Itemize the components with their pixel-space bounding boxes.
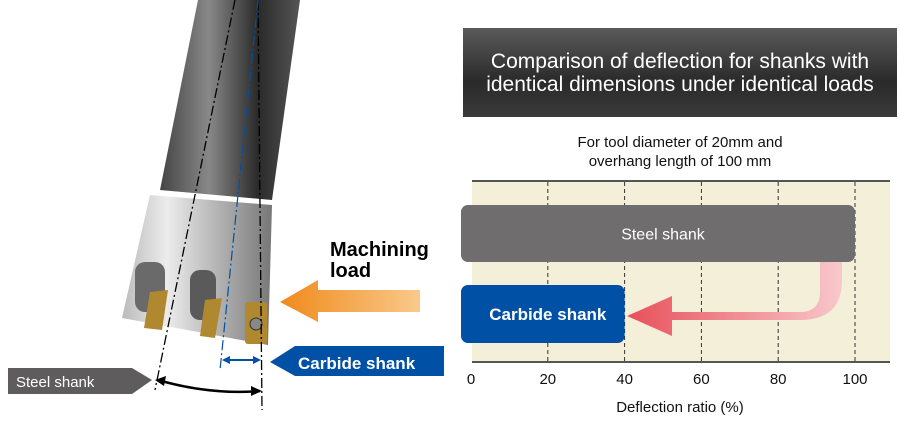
carbide-axis-line <box>219 0 259 371</box>
subtitle-line-1: For tool diameter of 20mm and <box>577 134 783 151</box>
steel-axis-line <box>154 0 236 391</box>
bar-steel-shank <box>461 205 855 262</box>
x-tick-label: 40 <box>616 371 633 388</box>
steel-shank-callout <box>8 368 152 394</box>
machining-load-line-2: load <box>330 260 372 282</box>
bar-label: Carbide shank <box>489 305 607 324</box>
original-axis-line <box>257 0 263 411</box>
insert <box>144 290 168 330</box>
chart-title: Comparison of deflection for shanks with… <box>463 28 897 117</box>
bar-label: Steel shank <box>621 227 706 244</box>
chart-subtitle: For tool diameter of 20mm and overhang l… <box>520 133 840 171</box>
x-tick-label: 20 <box>539 371 556 388</box>
machining-load-arrow <box>280 280 420 322</box>
x-tick-label: 80 <box>770 371 787 388</box>
x-tick-label: 60 <box>693 371 710 388</box>
carbide-shank-callout <box>270 346 444 376</box>
machining-load-label: Machining load <box>330 240 429 282</box>
tool-shank <box>160 0 300 200</box>
machining-load-line-1: Machining <box>330 239 429 261</box>
x-axis-label: Deflection ratio (%) <box>616 399 744 416</box>
steel-deflection-arrow <box>157 378 261 394</box>
steel-callout-label: Steel shank <box>16 374 95 391</box>
bar-carbide-shank <box>461 285 625 343</box>
carbide-callout-label: Carbide shank <box>298 354 416 373</box>
end-mill-illustration <box>8 0 444 411</box>
x-tick-label: 100 <box>842 371 867 388</box>
x-tick-label: 0 <box>467 371 475 388</box>
insert <box>200 298 222 338</box>
subtitle-line-2: overhang length of 100 mm <box>588 153 772 170</box>
reduction-arrow <box>627 262 842 336</box>
